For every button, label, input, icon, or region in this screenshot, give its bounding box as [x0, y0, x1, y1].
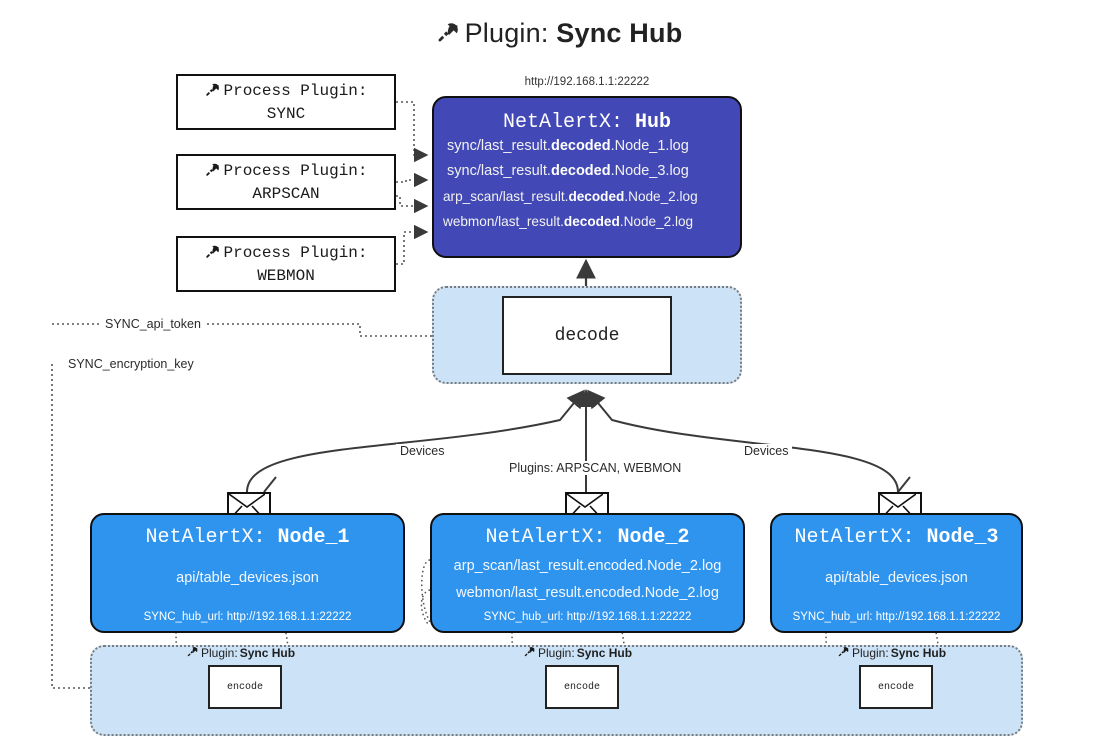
logline-mid: decoded: [550, 163, 611, 179]
title-name: Sync Hub: [556, 18, 683, 48]
encode-box-1[interactable]: encode: [208, 665, 282, 709]
process-plugin-name: SYNC: [266, 104, 306, 123]
encoder-label-2: Plugin: Sync Hub: [523, 645, 632, 661]
label-plugins: Plugins: ARPSCAN, WEBMON: [505, 461, 686, 475]
node-title-prefix: NetAlertX:: [794, 526, 927, 549]
label-devices-right: Devices: [740, 444, 793, 458]
node-title-name: Node_2: [617, 526, 690, 549]
wire-webmon-to-hub: [396, 224, 429, 265]
plug-icon: [204, 243, 221, 267]
process-plugin-sync[interactable]: Process Plugin: SYNC: [176, 74, 396, 130]
encode-box-3[interactable]: encode: [859, 665, 933, 709]
hub-logline: sync/last_result.decoded.Node_1.log: [434, 134, 740, 159]
plug-icon: [204, 81, 221, 105]
node-title: NetAlertX: Node_1: [92, 526, 403, 549]
logline-post: .Node_2.log: [619, 214, 694, 229]
node-footer: SYNC_hub_url: http://192.168.1.1:22222: [792, 611, 1001, 623]
hub-url-caption: http://192.168.1.1:22222: [524, 76, 650, 88]
node-box-1[interactable]: NetAlertX: Node_1 api/table_devices.json…: [90, 513, 405, 633]
wire-node3-to-decode: [587, 389, 899, 493]
hub-title: NetAlertX: Hub: [434, 111, 740, 134]
logline-mid: decoded: [568, 189, 625, 204]
node-title-name: Node_1: [277, 526, 350, 549]
node-title: NetAlertX: Node_2: [432, 526, 743, 549]
encoder-label-name: Sync Hub: [576, 646, 633, 660]
hub-logline: webmon/last_result.decoded.Node_2.log: [434, 209, 740, 234]
wire-arpscan-to-hub: [396, 172, 429, 188]
wire-arpscan2-to-hub: [396, 195, 429, 214]
hub-box[interactable]: NetAlertX: Hub sync/last_result.decoded.…: [432, 96, 742, 258]
node-lines: arp_scan/last_result.encoded.Node_2.log …: [432, 553, 743, 607]
encoder-label-prefix: Plugin:: [538, 646, 575, 660]
process-plugin-label: Process Plugin:: [223, 244, 368, 262]
encoder-label-name: Sync Hub: [239, 646, 296, 660]
node-line: api/table_devices.json: [825, 570, 968, 586]
hub-title-name: Hub: [635, 111, 672, 134]
hub-title-prefix: NetAlertX:: [502, 111, 635, 134]
node-title: NetAlertX: Node_3: [772, 526, 1021, 549]
process-plugin-arpscan[interactable]: Process Plugin: ARPSCAN: [176, 154, 396, 210]
hub-logline: arp_scan/last_result.decoded.Node_2.log: [434, 184, 740, 209]
node-footer: SYNC_hub_url: http://192.168.1.1:22222: [483, 611, 692, 623]
encoder-label-3: Plugin: Sync Hub: [837, 645, 946, 661]
logline-post: .Node_3.log: [610, 163, 689, 179]
encoder-label-name: Sync Hub: [890, 646, 947, 660]
encode-box-2[interactable]: encode: [545, 665, 619, 709]
node-line: api/table_devices.json: [176, 570, 319, 586]
logline-mid: decoded: [563, 214, 620, 229]
node-title-prefix: NetAlertX:: [145, 526, 278, 549]
label-devices-left: Devices: [396, 444, 449, 458]
plug-icon: [523, 645, 536, 661]
label-sync-api-token: SYNC_api_token: [101, 317, 205, 331]
logline-mid: decoded: [550, 138, 611, 154]
plug-icon: [837, 645, 850, 661]
node-footer: SYNC_hub_url: http://192.168.1.1:22222: [143, 611, 352, 623]
process-plugin-webmon[interactable]: Process Plugin: WEBMON: [176, 236, 396, 292]
logline-pre: webmon/last_result.: [443, 214, 564, 229]
logline-post: .Node_2.log: [624, 189, 698, 204]
logline-pre: sync/last_result.: [447, 138, 551, 154]
plug-icon: [204, 161, 221, 185]
hub-logline: sync/last_result.decoded.Node_3.log: [434, 159, 740, 184]
node-line: webmon/last_result.encoded.Node_2.log: [456, 585, 719, 601]
env1-stem: [263, 476, 277, 493]
title-prefix: Plugin:: [464, 18, 557, 48]
decode-box[interactable]: decode: [502, 296, 672, 375]
plug-icon: [435, 19, 461, 52]
encoder-label-prefix: Plugin:: [201, 646, 238, 660]
wire-sync-to-hub: [396, 101, 429, 163]
encoder-label-prefix: Plugin:: [852, 646, 889, 660]
encoder-label-1: Plugin: Sync Hub: [186, 645, 295, 661]
page-title: Plugin: Sync Hub: [0, 16, 1117, 49]
env3-stem: [897, 476, 911, 493]
logline-pre: arp_scan/last_result.: [443, 189, 569, 204]
process-plugin-label: Process Plugin:: [223, 82, 368, 100]
node-title-name: Node_3: [926, 526, 999, 549]
process-plugin-name: WEBMON: [257, 266, 315, 285]
process-plugin-label: Process Plugin:: [223, 162, 368, 180]
node-box-3[interactable]: NetAlertX: Node_3 api/table_devices.json…: [770, 513, 1023, 633]
label-sync-encryption-key: SYNC_encryption_key: [64, 357, 198, 371]
plug-icon: [186, 645, 199, 661]
logline-post: .Node_1.log: [610, 138, 689, 154]
node-title-prefix: NetAlertX:: [485, 526, 618, 549]
wire-node1-to-decode: [246, 389, 585, 493]
node-box-2[interactable]: NetAlertX: Node_2 arp_scan/last_result.e…: [430, 513, 745, 633]
logline-pre: sync/last_result.: [447, 163, 551, 179]
process-plugin-name: ARPSCAN: [252, 184, 320, 203]
node-line: arp_scan/last_result.encoded.Node_2.log: [453, 558, 722, 574]
